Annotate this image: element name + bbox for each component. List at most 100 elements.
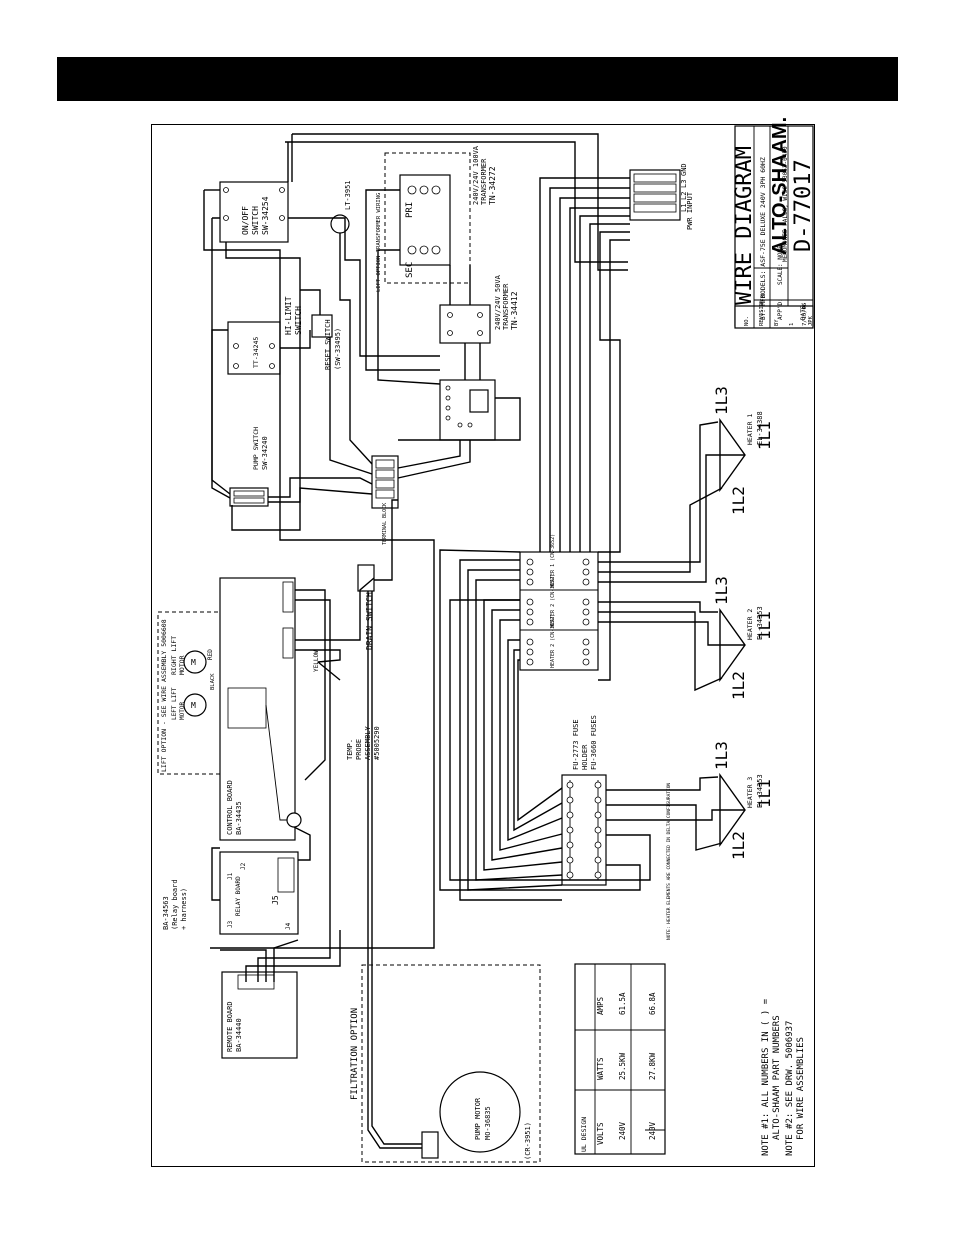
yellow-wire-label: YELLOW bbox=[313, 650, 320, 672]
models-line: MODELS: ASF-75E DELUXE 240V 3PH 60HZ bbox=[759, 157, 767, 298]
contactor-3-label: HEATER 2 (CN-3652) bbox=[550, 614, 556, 668]
notes: NOTE #1: ALL NUMBERS IN ( ) = ALTO-SHAAM… bbox=[761, 998, 806, 1156]
control-board: CONTROL BOARD BA-34435 bbox=[219, 577, 302, 841]
center-contactor bbox=[439, 379, 496, 441]
heater2-1l3: 1L3 bbox=[712, 576, 731, 605]
pump-switch-label-2: SW-34240 bbox=[261, 436, 269, 470]
ul-side-label: UL DESIGN bbox=[580, 1117, 588, 1152]
heater2-1l2: 1L2 bbox=[729, 671, 748, 700]
transformer-mid-label-3: TN-34412 bbox=[510, 291, 519, 330]
heater1-1l2: 1L2 bbox=[729, 486, 748, 515]
control-board-label-2: BA-34435 bbox=[235, 801, 243, 835]
diagram-frame bbox=[151, 124, 815, 1167]
contactor-2-label: HEATER 2 (CN-3652) bbox=[550, 574, 556, 628]
note2-line1: NOTE #2: SEE DRW. 5006937 bbox=[785, 1021, 795, 1156]
fuse-holder: FU-2773 FUSE HOLDER FU-3660 FUSES NOTE: … bbox=[561, 715, 672, 940]
remote-board-label-1: REMOTE BOARD bbox=[226, 1001, 234, 1052]
pump-motor-2: MO-36835 bbox=[484, 1106, 492, 1140]
red-wire-label: RED bbox=[207, 649, 214, 660]
j3-label: J3 bbox=[227, 920, 234, 928]
lift-option: LIFT OPTION - SEE WIRE ASSEMBLY 5006608 … bbox=[157, 611, 221, 775]
remote-board: REMOTE BOARD BA-34440 bbox=[221, 971, 298, 1059]
hi-limit-switch: TT-34245 HI-LIMIT SWITCH bbox=[227, 296, 303, 375]
svg-text:M: M bbox=[191, 658, 196, 667]
scale-label: SCALE: NONE bbox=[777, 245, 784, 285]
j4-label: J4 bbox=[285, 922, 292, 930]
lift-option-wiring-label: LIFT OPTION TRANSFORMER WIRING bbox=[376, 193, 382, 292]
on-off-label-3: SW-34254 bbox=[261, 196, 270, 235]
probe-label-1: TEMP. bbox=[346, 739, 354, 760]
diagram-title: WIRE DIAGRAM bbox=[732, 146, 757, 305]
drain-switch-label: DRAIN SWITCH bbox=[365, 592, 374, 650]
city-text: MENOMONEE FALLS, WISC 53052-0450 bbox=[782, 146, 789, 262]
filtration-label: FILTRATION OPTION bbox=[350, 1008, 360, 1100]
pwr-l1: L1 bbox=[680, 204, 688, 212]
note1-line2: ALTO-SHAAM PART NUMBERS bbox=[772, 1015, 782, 1140]
heater2-coil-1: HEATER 2 bbox=[746, 609, 754, 640]
ul-header-watts: WATTS bbox=[596, 1057, 605, 1080]
ul-header-volts: VOLTS bbox=[596, 1122, 605, 1145]
pwr-l2: L2 bbox=[680, 192, 688, 200]
approved-label: APP'D: bbox=[777, 298, 784, 320]
transformer-mid-label-2: TRANSFORMER bbox=[502, 283, 510, 330]
date-label: DATE: bbox=[800, 302, 807, 320]
rev-row-by: JPK bbox=[808, 315, 814, 326]
brand-logo-text: ALTO-SHAAM. bbox=[769, 117, 791, 255]
right-motor-2: MOTOR bbox=[178, 655, 186, 675]
heater-contactors: HEATER 1 (CN-3652) HEATER 2 (CN-3652) HE… bbox=[519, 534, 599, 671]
svg-text:M: M bbox=[191, 701, 196, 710]
pump-switch-label-1: PUMP SWITCH bbox=[252, 427, 260, 470]
left-motor-2: MOTOR bbox=[179, 702, 186, 720]
contactor-1-label: HEATER 1 (CN-3652) bbox=[550, 534, 556, 588]
heater1-1l1: 1L1 bbox=[755, 421, 774, 450]
pri-label: PRI bbox=[405, 202, 415, 218]
sec-label: SEC bbox=[405, 262, 415, 278]
ul-table: VOLTS WATTS AMPS 240V 25.5KW 61.5A 240V … bbox=[574, 963, 666, 1155]
relay-board: RELAY BOARD BA-34563 (Relay board + harn… bbox=[162, 851, 299, 935]
heater2-1l1: 1L1 bbox=[755, 611, 774, 640]
heater3-1l1: 1L1 bbox=[755, 779, 774, 808]
heater-3: 1L3 1L2 1L1 HEATER 3 EL-34353 bbox=[712, 741, 774, 860]
rev-header-no: NO. bbox=[744, 316, 750, 326]
j1-label: J1 bbox=[227, 872, 234, 880]
pwr-l3: L3 bbox=[680, 180, 688, 188]
heater2-coil-2: EL-34353 bbox=[756, 606, 764, 640]
black-wire-label: BLACK bbox=[210, 673, 216, 690]
power-input-terminal: PWR INPUT L1 L2 L3 GND bbox=[629, 163, 694, 230]
heater3-coil-1: HEATER 3 bbox=[746, 777, 754, 808]
j2-label: J2 bbox=[240, 862, 247, 870]
heater-1: 1L3 1L2 1L1 HEATER 1 EL-34388 bbox=[712, 386, 774, 515]
lamp-lt-3951: LT-3951 bbox=[330, 180, 352, 234]
on-off-label-2: SWITCH bbox=[251, 206, 260, 235]
pwr-input-label: PWR INPUT bbox=[686, 191, 694, 230]
heater3-1l2: 1L2 bbox=[729, 831, 748, 860]
relay-board-label: RELAY BOARD bbox=[235, 876, 242, 916]
drawing-number: D-77017 bbox=[791, 159, 816, 252]
title-block: WIRE DIAGRAM ALTO-SHAAM. MENOMONEE FALLS… bbox=[732, 117, 816, 329]
remote-board-label-2: BA-34440 bbox=[235, 1018, 243, 1052]
on-off-switch: ON/OFF SWITCH SW-34254 bbox=[219, 181, 289, 243]
wiring bbox=[203, 133, 745, 1149]
on-off-label-1: ON/OFF bbox=[241, 206, 250, 235]
transformer-mid: 240V/24V 50VA TRANSFORMER TN-34412 bbox=[439, 274, 519, 344]
filtration-option: FILTRATION OPTION PUMP MOTOR MO-36835 (C… bbox=[350, 964, 541, 1163]
lamp-label: LT-3951 bbox=[344, 180, 352, 210]
reset-switch: RESET SWITCH (SW-33495) bbox=[311, 314, 342, 370]
relay-label-2: (Relay board bbox=[171, 879, 179, 930]
relay-label-3: + harness) bbox=[180, 888, 188, 930]
fuse-label-2: HOLDER bbox=[581, 744, 589, 770]
drawn-by: BY: MFB bbox=[760, 294, 767, 320]
ul-r2-volts: 240V bbox=[648, 1121, 657, 1140]
fuse-label-1: FU-2773 FUSE bbox=[572, 719, 580, 770]
hi-limit-part: TT-34245 bbox=[252, 337, 260, 368]
reset-label-2: (SW-33495) bbox=[334, 328, 342, 370]
probe-label-4: #5005290 bbox=[373, 726, 381, 760]
ul-r2-watts: 27.8KW bbox=[648, 1052, 657, 1080]
note1-line1: NOTE #1: ALL NUMBERS IN ( ) = bbox=[761, 998, 771, 1156]
rev-row-no: 1 bbox=[789, 323, 795, 326]
heater3-1l3: 1L3 bbox=[712, 741, 731, 770]
probe-label-2: PROBE bbox=[355, 739, 363, 760]
rev-row-date: 7/13/06 bbox=[802, 303, 808, 326]
ul-header-amps: AMPS bbox=[596, 996, 605, 1015]
